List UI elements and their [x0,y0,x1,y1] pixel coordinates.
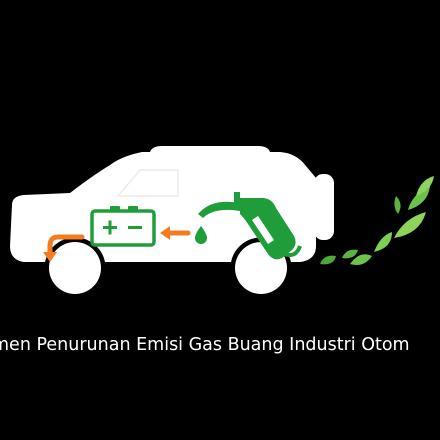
fuel-nozzle-icon [198,192,302,260]
leaf-icon [320,176,434,265]
caption-text: men Penurunan Emisi Gas Buang Industri O… [0,335,410,355]
power-flow-arrow-icon [43,234,85,262]
caption-banner: men Penurunan Emisi Gas Buang Industri O… [0,333,440,363]
fuel-flow-arrow-icon [160,226,191,240]
battery-icon [90,206,156,247]
fuel-drop-icon [195,226,207,244]
car-silhouette-icon [10,146,334,299]
